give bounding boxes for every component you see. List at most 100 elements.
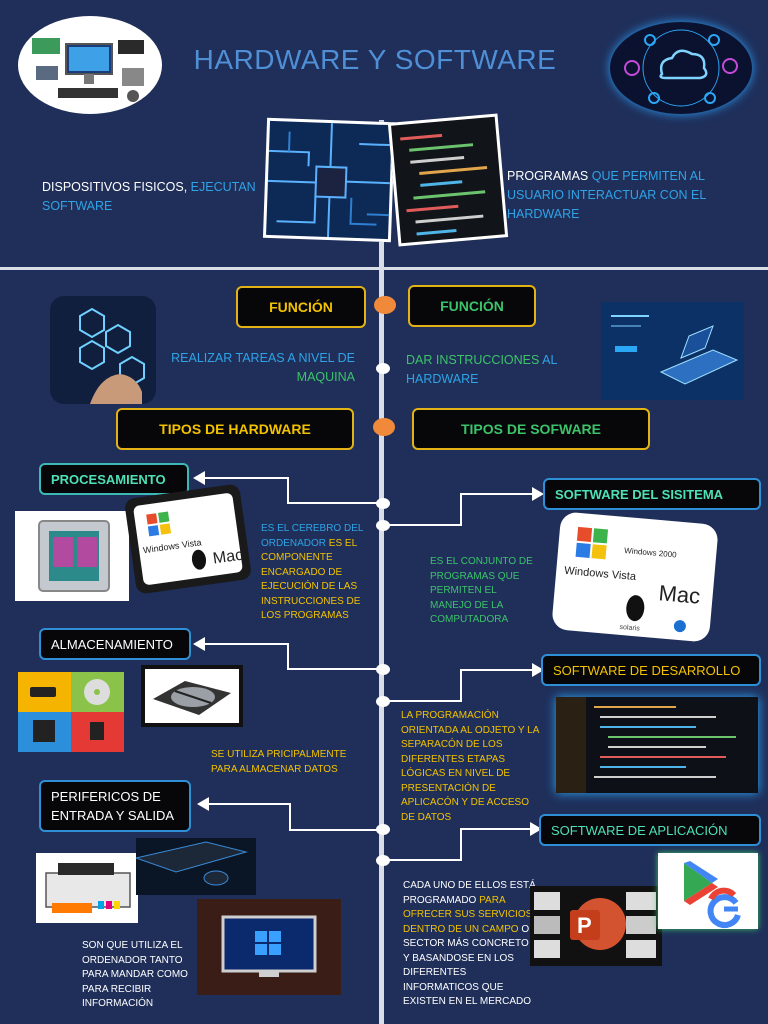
connector bbox=[460, 493, 462, 526]
timeline-node bbox=[376, 363, 390, 374]
connector bbox=[287, 668, 382, 670]
connector bbox=[197, 643, 289, 645]
timeline-node bbox=[376, 855, 390, 866]
tipos-software-label: TIPOS DE SOFWARE bbox=[412, 408, 650, 450]
hardware-definition: DISPOSITIVOS FISICOS, EJECUTAN SOFTWARE bbox=[42, 180, 256, 213]
procesamiento-label: PROCESAMIENTO bbox=[39, 463, 189, 495]
google-play-icon bbox=[684, 861, 741, 929]
funcion-software-text: DAR INSTRUCCIONES AL HARDWARE bbox=[406, 353, 557, 386]
connector bbox=[287, 477, 289, 504]
connector bbox=[197, 477, 289, 479]
tux-icon bbox=[191, 549, 207, 570]
timeline-node bbox=[376, 498, 390, 509]
arrow-right-icon bbox=[532, 487, 544, 501]
connector bbox=[289, 803, 291, 831]
hard-disk-image bbox=[141, 665, 243, 727]
cloud-network-image bbox=[610, 22, 752, 114]
perifericos-desc: SON QUE UTILIZA EL ORDENADOR TANTO PARA … bbox=[82, 940, 188, 1009]
timeline-node-orange bbox=[374, 296, 396, 314]
monitor-image bbox=[197, 899, 341, 995]
google-g-icon bbox=[707, 887, 741, 929]
powerpoint-icon: P bbox=[534, 892, 656, 958]
almacenamiento-label: ALMACENAMIENTO bbox=[39, 628, 191, 660]
tux-icon bbox=[626, 595, 645, 622]
timeline-node bbox=[376, 696, 390, 707]
os-logos-icon: Windows Vista Mac bbox=[133, 493, 244, 585]
cpu-chip-icon bbox=[38, 520, 110, 592]
connector bbox=[460, 669, 462, 702]
mac-text: Mac bbox=[212, 547, 244, 568]
connector bbox=[287, 643, 289, 670]
windows-vista-text: Windows Vista bbox=[564, 565, 638, 583]
windows-2000-text: Windows 2000 bbox=[624, 546, 678, 560]
software-sistema-label: SOFTWARE DEL SISITEMA bbox=[543, 478, 761, 510]
connector bbox=[460, 828, 534, 830]
solaris-text: solaris bbox=[619, 624, 640, 633]
mouse-icon bbox=[203, 870, 229, 886]
hardware-components-icon bbox=[32, 38, 144, 102]
software-definition: PROGRAMAS QUE PERMITEN AL USUARIO INTERA… bbox=[507, 169, 706, 221]
usb-drive-icon bbox=[30, 687, 56, 697]
software-aplicacion-desc: CADA UNO DE ELLOS ESTÁ PROGRAMADO PARA O… bbox=[403, 880, 536, 1007]
storage-media-image bbox=[18, 672, 124, 752]
windows-logo-icon bbox=[255, 931, 281, 955]
connector bbox=[460, 669, 536, 671]
software-aplicacion-label: SOFTWARE DE APLICACIÓN bbox=[539, 814, 761, 846]
section-divider bbox=[0, 267, 768, 270]
circuit-board-image bbox=[262, 117, 396, 243]
arrow-right-icon bbox=[532, 663, 544, 677]
powerpoint-image: P bbox=[530, 886, 662, 966]
connector bbox=[201, 803, 291, 805]
hard-disk-icon bbox=[153, 681, 231, 715]
laptop-icon bbox=[601, 302, 744, 400]
processor-image bbox=[15, 511, 129, 601]
connector bbox=[384, 859, 462, 861]
connector bbox=[287, 502, 382, 504]
code-screen-image bbox=[387, 113, 509, 247]
windows-logo-icon bbox=[575, 526, 609, 560]
timeline-node bbox=[376, 824, 390, 835]
keyboard-mouse-image bbox=[136, 838, 256, 895]
arrow-left-icon bbox=[193, 471, 205, 485]
software-sistema-desc: ES EL CONJUNTO DE PROGRAMAS QUE PERMITEN… bbox=[430, 556, 533, 625]
printer-image bbox=[36, 853, 138, 923]
page-title: HARDWARE Y SOFTWARE bbox=[193, 44, 557, 75]
os-logos-large-icon: Windows Vista Windows 2000 Mac solaris bbox=[564, 526, 702, 633]
tipos-hardware-label: TIPOS DE HARDWARE bbox=[116, 408, 354, 450]
funcion-software-label: FUNCIÓN bbox=[408, 285, 536, 327]
windows-logo-icon bbox=[146, 511, 172, 537]
funcion-hardware-text: REALIZAR TAREAS A NIVEL DE MAQUINA bbox=[171, 351, 355, 384]
hardware-components-image bbox=[18, 16, 162, 114]
monitor-icon bbox=[197, 899, 341, 995]
storage-media-icon bbox=[18, 672, 124, 752]
procesamiento-desc: ES EL CEREBRO DEL ORDENADOR ES EL COMPON… bbox=[261, 523, 364, 621]
arrow-right-icon bbox=[530, 822, 542, 836]
code-editor-image bbox=[556, 697, 758, 793]
software-desarrollo-desc: LA PROGRAMACIÓN ORIENTADA AL ODJETO Y LA… bbox=[401, 710, 539, 823]
sd-card-icon bbox=[90, 722, 104, 740]
tech-hand-image bbox=[50, 296, 156, 404]
connector bbox=[384, 524, 462, 526]
connector bbox=[289, 829, 382, 831]
arrow-left-icon bbox=[193, 637, 205, 651]
perifericos-label: PERIFERICOS DE ENTRADA Y SALIDA bbox=[39, 780, 191, 832]
keyboard-icon bbox=[136, 841, 248, 886]
timeline-node-orange bbox=[373, 418, 395, 436]
cloud-network-icon bbox=[624, 29, 738, 107]
circuit-board-icon bbox=[267, 123, 396, 243]
timeline-node bbox=[376, 520, 390, 531]
connector bbox=[460, 828, 462, 861]
hp-logo-icon bbox=[673, 620, 686, 633]
svg-text:P: P bbox=[577, 913, 592, 938]
floppy-icon bbox=[33, 720, 55, 742]
google-play-image bbox=[658, 853, 758, 929]
os-logos-image-large: Windows Vista Windows 2000 Mac solaris bbox=[551, 511, 719, 643]
timeline-node bbox=[376, 664, 390, 675]
code-icon bbox=[400, 133, 488, 236]
timeline-spine bbox=[379, 120, 384, 1024]
mac-text: Mac bbox=[658, 580, 702, 609]
connector bbox=[384, 700, 462, 702]
code-editor-icon bbox=[556, 697, 736, 793]
hexagon-tech-icon bbox=[79, 307, 145, 404]
arrow-left-icon bbox=[197, 797, 209, 811]
